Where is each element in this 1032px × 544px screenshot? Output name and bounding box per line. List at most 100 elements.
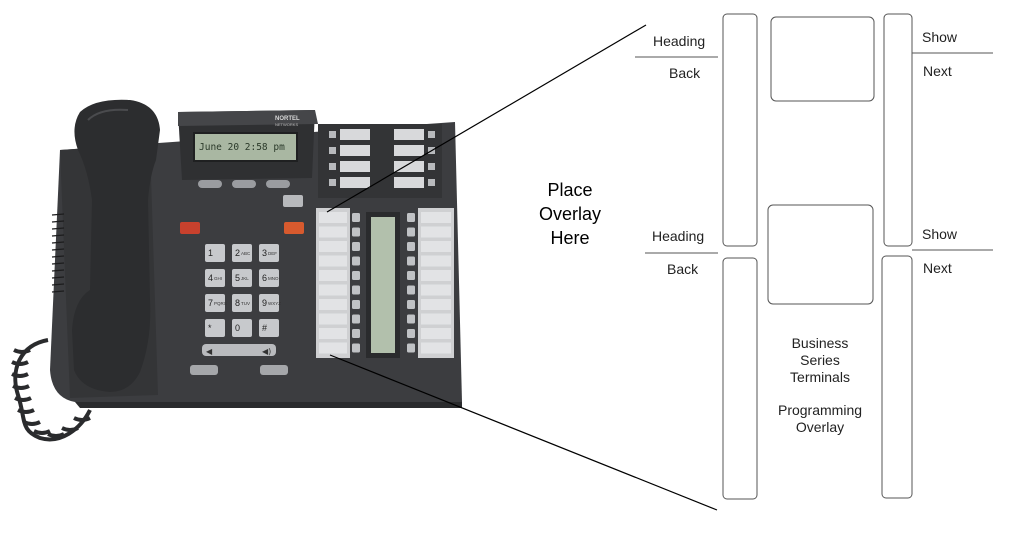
back-label-top: Back	[669, 65, 701, 81]
show-label-bottom: Show	[922, 226, 958, 242]
right-feature-key[interactable]	[407, 256, 415, 266]
upper-memory-key-left[interactable]	[340, 129, 370, 140]
upper-memory-key-right[interactable]	[394, 177, 424, 188]
left-feature-keys	[316, 208, 360, 358]
soft-key-3[interactable]	[266, 180, 290, 188]
soft-key-1[interactable]	[198, 180, 222, 188]
upper-memory-key-right[interactable]	[394, 145, 424, 156]
mute-key[interactable]	[190, 365, 218, 375]
right-feature-key[interactable]	[407, 227, 415, 237]
dial-key-letters: MNO	[268, 276, 279, 281]
right-feature-keys	[407, 208, 454, 358]
hold-key[interactable]	[284, 222, 304, 234]
dial-key-star[interactable]: *	[205, 319, 225, 337]
right-feature-label	[421, 299, 451, 310]
overlay-subtitle-line-1: Programming	[777, 402, 863, 418]
dial-key-label: 0	[235, 323, 240, 333]
left-feature-key[interactable]	[352, 314, 360, 324]
right-feature-key[interactable]	[407, 343, 415, 353]
dial-key-label: 6	[262, 273, 267, 283]
right-feature-key[interactable]	[407, 242, 415, 251]
dial-key-label: 5	[235, 273, 240, 283]
overlay-subtitle: Programming Overlay	[764, 402, 876, 436]
soft-key-2[interactable]	[232, 180, 256, 188]
left-feature-label	[319, 270, 347, 281]
left-feature-label	[319, 328, 347, 339]
right-strip-bottom	[881, 255, 913, 499]
display-cutout-top	[770, 16, 875, 102]
left-feature-key[interactable]	[352, 300, 360, 309]
right-feature-key[interactable]	[407, 271, 415, 280]
upper-memory-key-right[interactable]	[394, 161, 424, 172]
left-feature-label	[319, 299, 347, 310]
left-feature-label	[319, 212, 347, 223]
dial-key-letters: TUV	[241, 301, 250, 306]
dial-key-label: 8	[235, 298, 240, 308]
right-feature-key[interactable]	[407, 314, 415, 324]
left-feature-key[interactable]	[352, 242, 360, 251]
overlay-title-line-1: Business	[791, 335, 849, 351]
heading-label-bottom: Heading	[652, 228, 705, 244]
dial-key-letters: ABC	[241, 251, 251, 256]
right-feature-label	[421, 328, 451, 339]
volume-bar[interactable]	[202, 344, 276, 356]
volume-up-icon: ◀)	[262, 347, 271, 356]
right-feature-key[interactable]	[407, 285, 415, 295]
right-feature-key[interactable]	[407, 213, 415, 222]
left-feature-key[interactable]	[352, 227, 360, 237]
right-feature-key[interactable]	[407, 329, 415, 338]
release-key[interactable]	[180, 222, 200, 234]
left-feature-key[interactable]	[352, 343, 360, 353]
upper-led-left	[329, 179, 336, 186]
right-feature-label	[421, 226, 451, 238]
dial-key-1[interactable]: 1	[205, 244, 225, 262]
upper-memory-key-right[interactable]	[394, 129, 424, 140]
dial-key-hash[interactable]: #	[259, 319, 279, 337]
volume-down-icon: ◀	[206, 347, 213, 356]
upper-memory-key-left[interactable]	[340, 161, 370, 172]
upper-memory-key-left[interactable]	[340, 145, 370, 156]
dial-key-label: 2	[235, 248, 240, 258]
next-label-top: Next	[923, 63, 952, 79]
right-strip-top	[883, 13, 913, 247]
place-line-1: Place	[547, 180, 593, 200]
overlay-title-line-2: Series	[800, 352, 840, 368]
left-feature-key[interactable]	[352, 285, 360, 295]
dial-key-label: 1	[208, 248, 213, 258]
lcd-screen	[193, 132, 298, 162]
upper-memory-keys	[318, 124, 442, 198]
handsfree-key[interactable]	[260, 365, 288, 375]
right-feature-label	[421, 313, 451, 325]
dial-key-label: 3	[262, 248, 267, 258]
left-feature-label	[319, 342, 347, 354]
left-strip-top	[722, 13, 758, 247]
dial-key-letters: JKL	[241, 276, 249, 281]
right-feature-key[interactable]	[407, 300, 415, 309]
left-strip-bottom	[722, 257, 758, 500]
upper-led-right	[428, 163, 435, 170]
dial-key-label: #	[262, 323, 267, 333]
left-feature-key[interactable]	[352, 329, 360, 338]
coiled-cord	[11, 338, 92, 442]
dial-key-label: *	[208, 323, 212, 333]
copy-key[interactable]	[283, 195, 303, 207]
right-feature-label	[421, 270, 451, 281]
upper-led-right	[428, 179, 435, 186]
dial-key-letters: PQRS	[214, 301, 227, 306]
left-feature-key[interactable]	[352, 256, 360, 266]
left-feature-key[interactable]	[352, 213, 360, 222]
upper-memory-key-left[interactable]	[340, 177, 370, 188]
left-feature-label	[319, 313, 347, 325]
left-feature-key[interactable]	[352, 271, 360, 280]
lcd-display-text: June 20 2:58 pm	[199, 142, 285, 153]
dial-key-0[interactable]: 0	[232, 319, 252, 337]
